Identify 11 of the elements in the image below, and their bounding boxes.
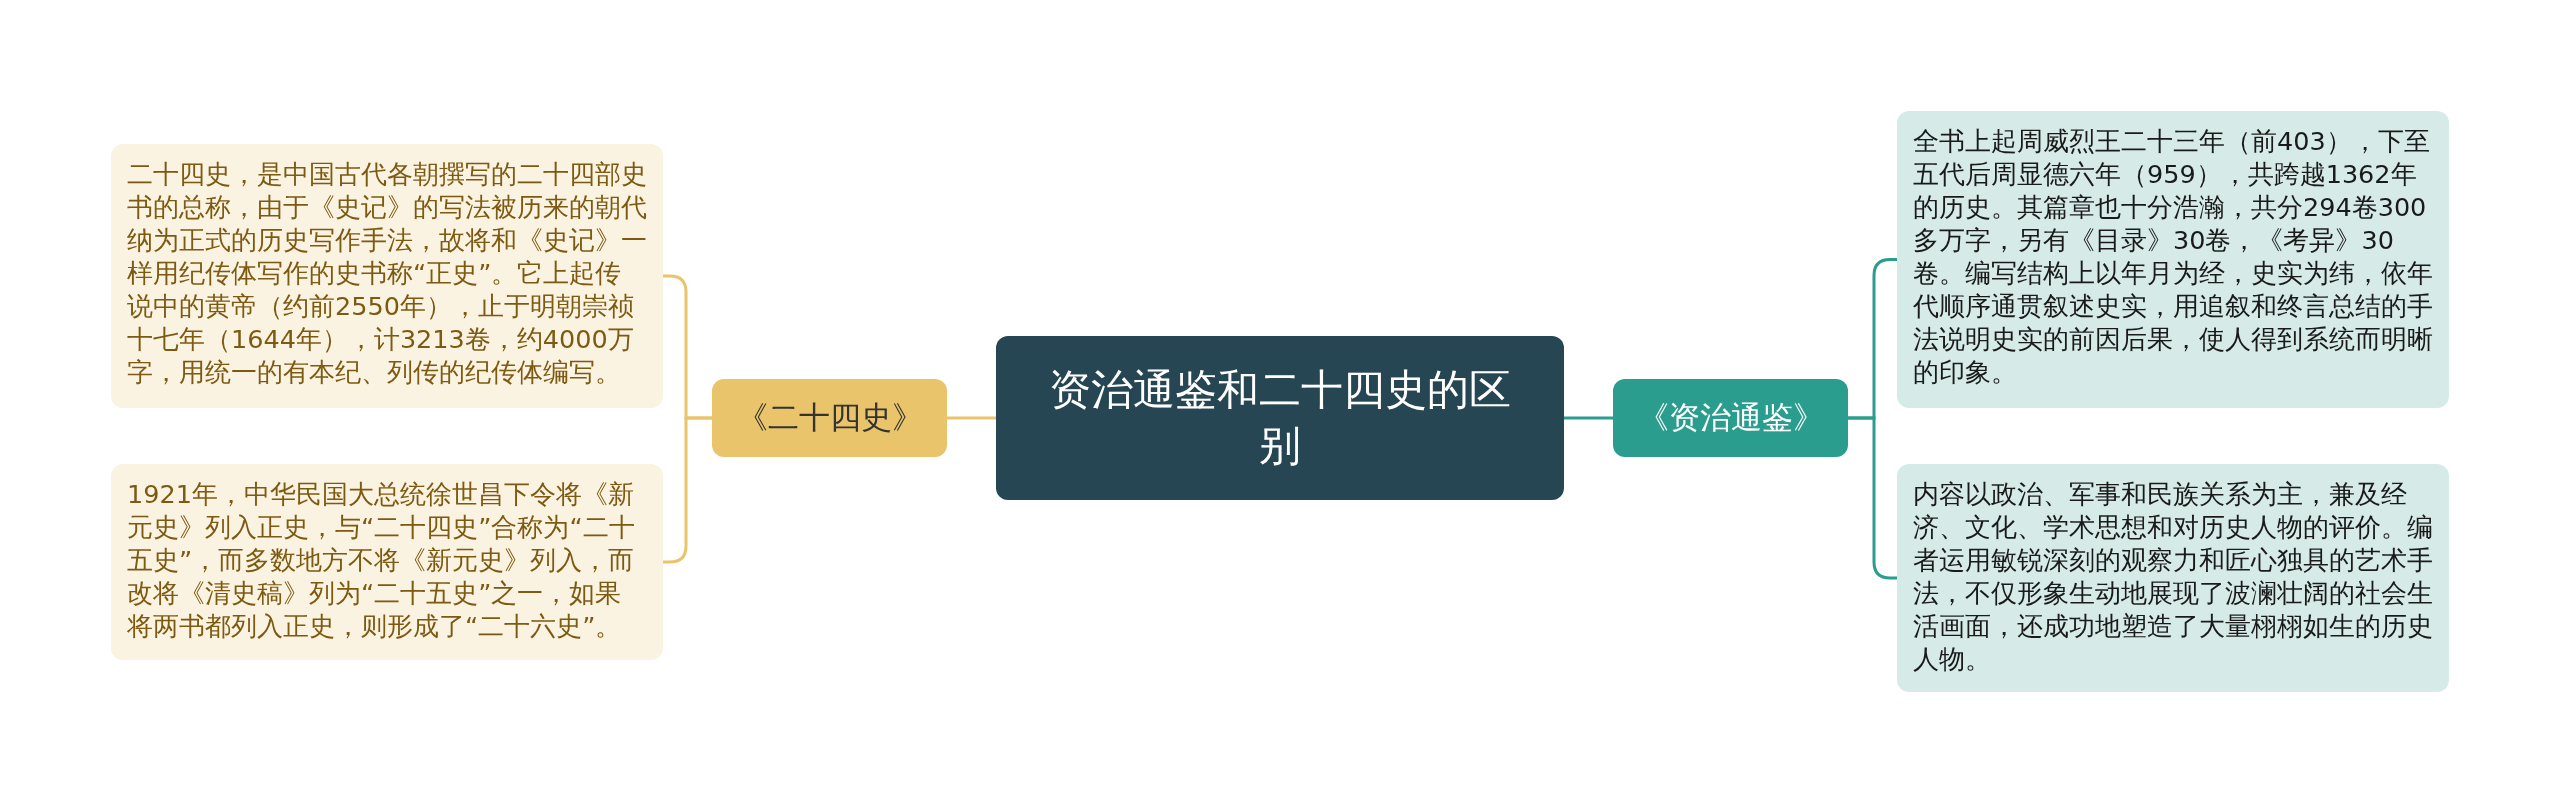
branch-box: 《二十四史》 <box>712 379 947 457</box>
topic-box: 资治通鉴和二十四史的区别 <box>996 336 1564 500</box>
note-box: 内容以政治、军事和民族关系为主，兼及经济、文化、学术思想和对历史人物的评价。编者运用敏锐深刻的观察力和匠心独具的艺术手法，不仅形象生动地展现了波澜壮阔的社会生活画面，还成功地塑造了大量栩栩如生的历史人物。 <box>1897 464 2449 692</box>
note-box: 二十四史，是中国古代各朝撰写的二十四部史书的总称，由于《史记》的写法被历来的朝代纳为正式的历史写作手法，故将和《史记》一样用纪传体写作的史书称“正史”。它上起传说中的黄帝（约前2550年），止于明朝崇祯十七年（1644年），计3213卷，约4000万字，用统一的有本纪、列传的纪传体编写。 <box>111 144 663 408</box>
connector-line <box>1564 416 1613 420</box>
note-box: 全书上起周威烈王二十三年（前403），下至五代后周显德六年（959），共跨越1362年的历史。其篇章也十分浩瀚，共分294卷300多万字，另有《目录》30卷，《考异》30卷。编写结构上以年月为经，史实为纬，依年代顺序通贯叙述史实，用追叙和终言总结的手法说明史实的前因后果，使人得到系统而明晰的印象。 <box>1897 111 2449 408</box>
note-box: 1921年，中华民国大总统徐世昌下令将《新元史》列入正史，与“二十四史”合称为“二十五史”，而多数地方不将《新元史》列入，而改将《清史稿》列为“二十五史”之一，如果将两书都列入正史，则形成了“二十六史”。 <box>111 464 663 660</box>
connector-line <box>663 416 712 564</box>
connector-line <box>1848 416 1897 580</box>
connector-line <box>947 416 996 420</box>
branch-box: 《资治通鉴》 <box>1613 379 1848 457</box>
